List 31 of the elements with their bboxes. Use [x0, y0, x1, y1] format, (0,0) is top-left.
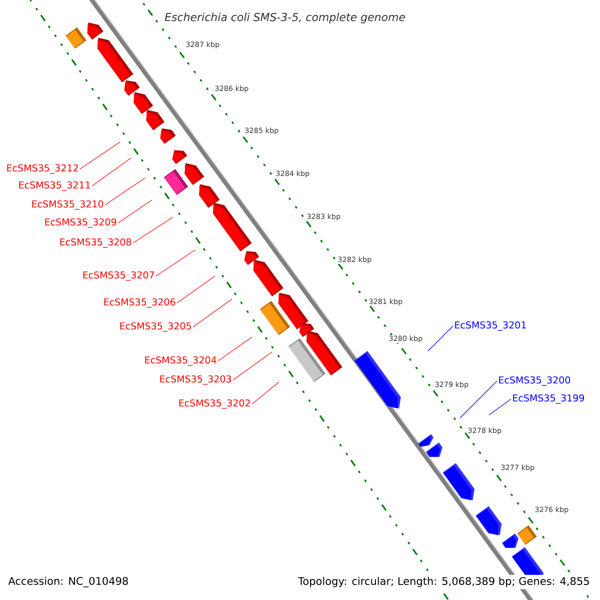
- gene-label: EcSMS35_3205: [120, 322, 191, 332]
- leader-line: [80, 142, 120, 170]
- leader-line: [232, 352, 272, 380]
- leader-line: [176, 276, 216, 304]
- leader-line: [132, 216, 174, 244]
- leader-line: [488, 398, 512, 416]
- gene-label: EcSMS35_3209: [45, 218, 116, 228]
- footer-text: Accession: NC_010498: [6, 574, 131, 590]
- gene-label: EcSMS35_3200: [499, 376, 570, 386]
- leader-line: [460, 380, 498, 418]
- gene-label: EcSMS35_3201: [455, 321, 526, 331]
- leader-line: [156, 250, 196, 276]
- gene-label: EcSMS35_3203: [160, 375, 232, 385]
- gene-label: EcSMS35_3211: [19, 181, 90, 191]
- gene-label: EcSMS35_3207: [83, 271, 154, 281]
- title: Escherichia coli SMS-3-5, complete genome: [164, 12, 405, 24]
- leader-line: [192, 298, 232, 328]
- leader-line: [118, 200, 152, 224]
- gene-label: EcSMS35_3204: [145, 356, 216, 366]
- leader-line: [92, 158, 132, 186]
- leader-line: [428, 326, 454, 352]
- gene-label: EcSMS35_3208: [60, 238, 132, 248]
- leader-line: [218, 336, 252, 362]
- gene-label: EcSMS35_3199: [513, 394, 584, 404]
- gene-label: EcSMS35_3210: [32, 200, 104, 210]
- footer-text: Topology: circular; Length: 5,068,389 bp; Genes: 4,855: [296, 574, 592, 590]
- gene-label: EcSMS35_3206: [104, 298, 176, 308]
- leader-line: [104, 178, 146, 206]
- gene-label: EcSMS35_3202: [179, 399, 250, 409]
- gene-label: EcSMS35_3212: [7, 164, 78, 174]
- leader-line: [252, 382, 280, 404]
